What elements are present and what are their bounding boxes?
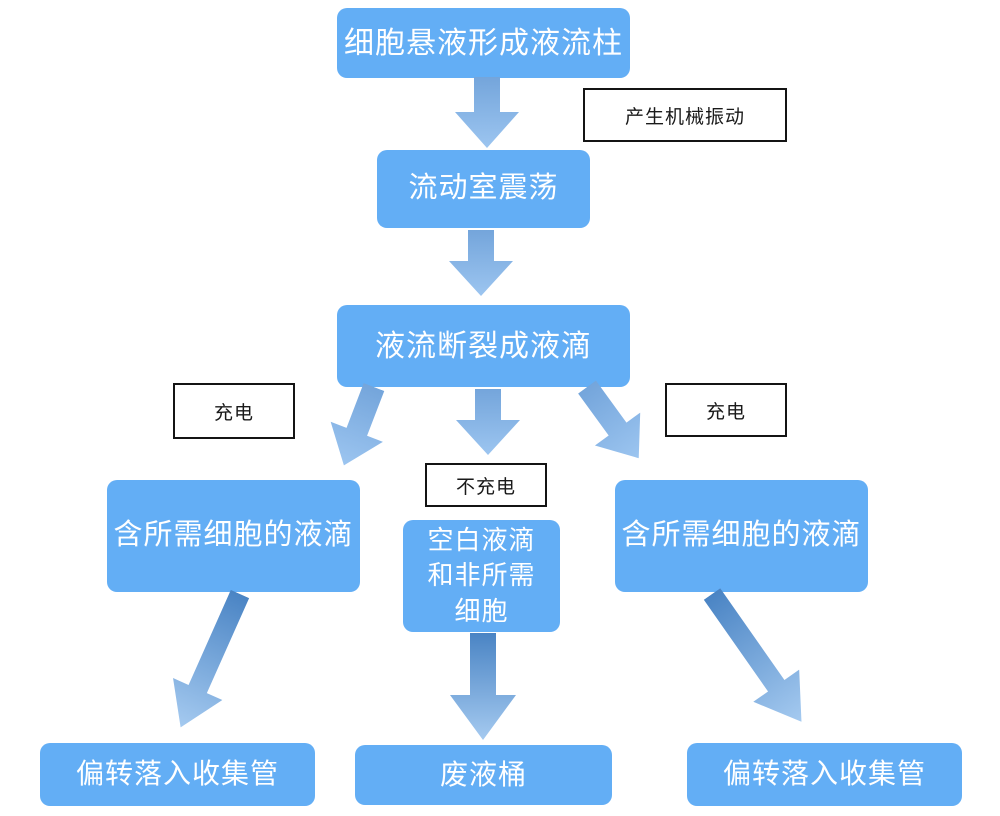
node-cell-suspension: 细胞悬液形成液流柱 <box>337 8 630 78</box>
arrow-down-right-icon <box>703 588 802 722</box>
arrow-down-icon <box>449 230 513 296</box>
node-collect-right: 偏转落入收集管 <box>687 743 962 806</box>
node-desired-droplet-left: 含所需细胞的液滴 <box>107 480 360 592</box>
arrow-down-right-icon <box>578 380 641 459</box>
label-charge-right: 充电 <box>665 383 787 437</box>
label-no-charge: 不充电 <box>425 463 547 507</box>
node-blank-droplet: 空白液滴 和非所需 细胞 <box>403 520 560 632</box>
arrow-down-icon <box>450 633 516 740</box>
node-waste-bucket: 废液桶 <box>355 745 612 805</box>
node-collect-left: 偏转落入收集管 <box>40 743 315 806</box>
node-desired-droplet-right: 含所需细胞的液滴 <box>615 480 868 592</box>
node-flow-chamber: 流动室震荡 <box>377 150 590 228</box>
arrow-down-icon <box>455 77 519 148</box>
label-mechanical-vibration: 产生机械振动 <box>583 88 787 142</box>
arrow-down-left-icon <box>330 383 385 466</box>
label-charge-left: 充电 <box>173 383 295 439</box>
arrow-down-icon <box>456 389 520 455</box>
node-stream-breaks: 液流断裂成液滴 <box>337 305 630 387</box>
arrow-down-left-icon <box>173 589 250 728</box>
